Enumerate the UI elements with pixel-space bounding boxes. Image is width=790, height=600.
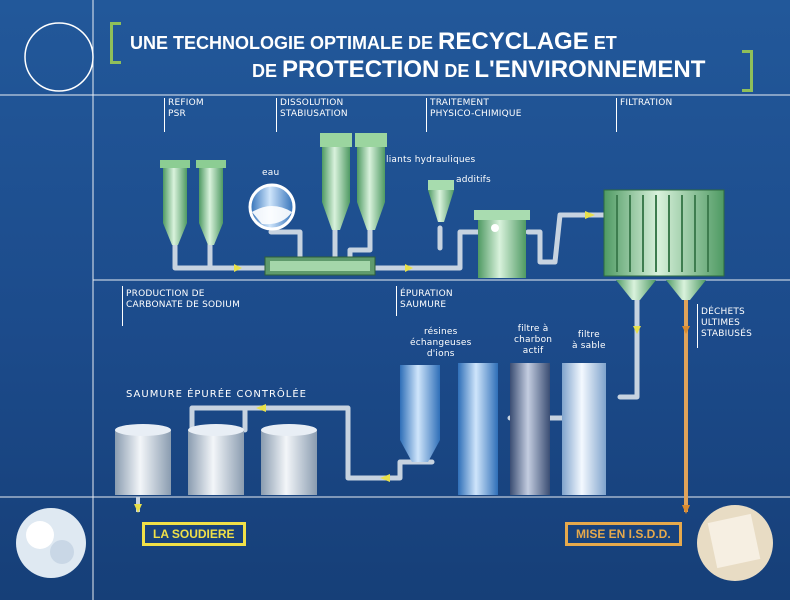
label-eau: eau: [262, 168, 280, 178]
title-line2-emph2: L'ENVIRONNEMENT: [474, 56, 706, 83]
output-isdd-label: MISE EN I.S.D.D.: [576, 527, 671, 541]
label-dechets: DÉCHETS ULTIMES STABIUSÉS: [701, 307, 752, 339]
stage-divider-filtration: [616, 98, 617, 132]
stage-divider-refiom: [164, 98, 165, 132]
stage-dissolution: DISSOLUTION STABIUSATION: [280, 98, 348, 119]
stage-traitement: TRAITEMENT PHYSICO-CHIMIQUE: [430, 98, 522, 119]
output-soudiere: LA SOUDIERE: [142, 522, 246, 546]
purification-columns: [400, 363, 606, 495]
title-line1-prefix: UNE TECHNOLOGIE OPTIMALE DE: [130, 33, 439, 53]
title-line-2: DE PROTECTION DE L'ENVIRONNEMENT: [252, 56, 705, 84]
label-additifs: additifs: [456, 175, 491, 185]
stage-divider-epuration: [396, 286, 397, 316]
title-line2-mid: DE: [439, 61, 475, 81]
output-soudiere-label: LA SOUDIERE: [153, 527, 235, 541]
flow-arrows: [134, 211, 690, 514]
label-sable: filtre à sable: [572, 330, 606, 351]
title-line-1: UNE TECHNOLOGIE OPTIMALE DE RECYCLAGE ET: [130, 28, 617, 56]
brine-tanks: [115, 424, 317, 495]
label-saumure: SAUMURE ÉPURÉE CONTRÔLÉE: [126, 389, 307, 400]
additive-hopper: [428, 180, 454, 222]
filter-press: [603, 189, 725, 300]
pipes: [172, 212, 640, 481]
label-resines: résines échangeuses d'ions: [410, 327, 472, 359]
water-tank: [248, 183, 296, 231]
mixer: [264, 256, 376, 276]
title-bracket-left: [110, 22, 121, 64]
binder-silos: [320, 133, 387, 230]
stage-divider-production: [122, 286, 123, 326]
reactor-tank: [474, 210, 530, 278]
logo-circle: [24, 22, 94, 92]
title-bracket-right: [742, 50, 753, 92]
stage-epuration: ÉPURATION SAUMURE: [400, 289, 453, 310]
label-charbon: filtre à charbon actif: [514, 324, 553, 356]
stage-filtration: FILTRATION: [620, 98, 673, 108]
refiom-silos: [160, 160, 226, 245]
stage-production: PRODUCTION DE CARBONATE DE SODIUM: [126, 289, 241, 310]
title-line2-prefix: DE: [252, 61, 283, 81]
photo-thumbnails: [16, 505, 773, 581]
title-line1-emph: RECYCLAGE: [438, 28, 589, 55]
title-line2-emph: PROTECTION: [282, 56, 440, 83]
label-liants: liants hydrauliques: [386, 155, 476, 165]
stage-refiom: REFIOM PSR: [168, 98, 204, 119]
stage-divider-dechets: [697, 304, 698, 348]
output-isdd: MISE EN I.S.D.D.: [565, 522, 682, 546]
stage-divider-traitement: [426, 98, 427, 132]
title-line1-suffix: ET: [588, 33, 617, 53]
stage-divider-dissolution: [276, 98, 277, 132]
